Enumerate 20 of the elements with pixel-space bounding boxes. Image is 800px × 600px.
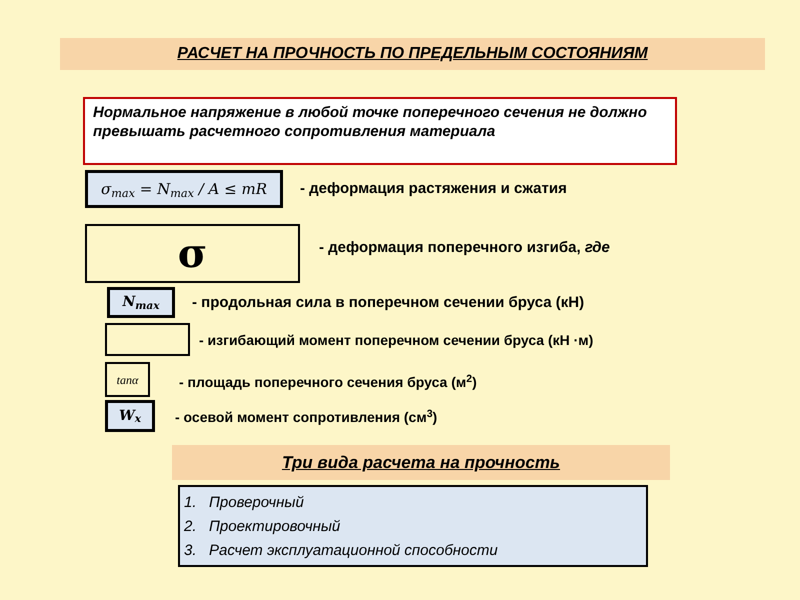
symbol-description: - осевой момент сопротивления (см$^{3}$)	[175, 407, 438, 427]
symbol-description: - изгибающий момент поперечном сечении бруса (кН ·м)	[199, 331, 594, 350]
symbol-description: - площадь поперечного сечения бруса (м$^{2}$)	[179, 372, 478, 392]
list-item: 3. Расчет эксплуатационной способности	[184, 541, 499, 561]
node-text: Нормальное напряжение в любой точке поперечного сечения не должно превышать расчетного сопротивления материала	[93, 103, 648, 141]
section-band	[172, 445, 670, 480]
list-item: 1. Проверочный	[184, 493, 305, 513]
node-text: РАСЧЕТ НА ПРОЧНОСТЬ ПО ПРЕДЕЛЬНЫМ СОСТОЯНИЯМ	[177, 44, 648, 64]
node-text: N$_{max}$	[122, 293, 160, 313]
symbol-description: - продольная сила в поперечном сечении бруса (кН)	[192, 293, 586, 313]
node-text: W$_{x}$	[119, 406, 141, 426]
node-text: σ$_{max}$ = N$_{max}$ / A ≤ mR	[101, 178, 267, 200]
list-box	[178, 485, 648, 567]
formula-description: - деформация поперечного изгиба, где	[319, 238, 611, 258]
node-text: Три вида расчета на прочность	[282, 452, 560, 474]
formula-description: - деформация растяжения и сжатия	[300, 179, 568, 199]
title-band	[60, 38, 765, 70]
list-item: 2. Проектировочный	[184, 517, 342, 537]
node-text: σ	[178, 234, 208, 274]
node-text: tanα	[116, 372, 138, 388]
